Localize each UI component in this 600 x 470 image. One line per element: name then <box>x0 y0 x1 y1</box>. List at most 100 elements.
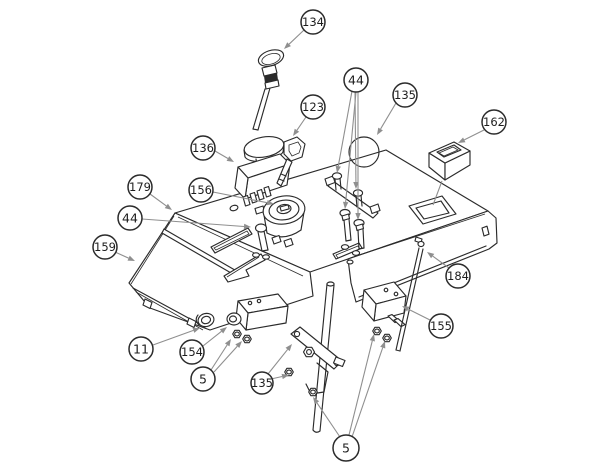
callout-label: 162 <box>483 115 505 129</box>
leader-line-156 <box>212 191 268 204</box>
callout-label: 179 <box>129 180 151 194</box>
callout-balloon <box>428 313 454 339</box>
ignition-key <box>276 136 306 187</box>
leader-arrowhead-44-top <box>353 181 359 189</box>
leader-arrowhead-154 <box>219 327 227 334</box>
callout-135-bottom: 135 <box>250 371 274 395</box>
callout-label: 136 <box>192 141 214 155</box>
leader-line-179 <box>149 193 167 207</box>
callout-balloon <box>92 234 118 260</box>
callout-162: 162 <box>481 109 507 135</box>
ignition-switch <box>254 195 306 248</box>
callout-155: 155 <box>428 313 454 339</box>
callout-11: 11 <box>128 336 154 362</box>
callout-123: 123 <box>300 94 326 120</box>
panel-cutout <box>408 195 457 225</box>
bolt-head <box>331 172 343 180</box>
leader-arrowhead-179 <box>164 203 172 210</box>
callout-label: 135 <box>394 88 416 102</box>
carriage-bolt <box>252 223 270 260</box>
leader-line-5-left <box>210 344 228 371</box>
callout-label: 154 <box>181 345 203 359</box>
leader-line-44-top <box>345 91 357 203</box>
leader-line-154 <box>202 330 222 347</box>
flange-slot-mark <box>481 225 490 237</box>
callout-179: 179 <box>127 174 153 200</box>
callout-label: 5 <box>342 441 350 456</box>
callout-label: 156 <box>190 183 212 197</box>
leader-arrowhead-5-bottom <box>380 341 386 349</box>
callout-balloon <box>392 82 418 108</box>
panel-slots <box>161 204 363 283</box>
callout-label: 5 <box>199 372 207 387</box>
lever-assembly <box>290 281 346 433</box>
callout-balloon <box>300 9 326 35</box>
leader-arrowhead-159 <box>127 255 135 261</box>
leader-arrowhead-134 <box>284 42 291 49</box>
leader-arrowhead-44-left <box>243 223 251 230</box>
leader-line-162 <box>464 129 485 141</box>
callout-balloon <box>117 205 143 231</box>
callout-134: 134 <box>300 9 326 35</box>
callout-label: 184 <box>447 269 469 283</box>
leader-arrowhead-44-top <box>355 213 361 220</box>
washer <box>262 254 270 260</box>
callout-balloon <box>300 94 326 120</box>
key-slot <box>279 204 290 212</box>
callout-balloon <box>481 109 507 135</box>
leader-line-5-bottom <box>348 340 373 436</box>
leader-arrowhead-5-bottom <box>313 397 320 405</box>
leader-arrowhead-5-bottom <box>369 334 375 342</box>
leader-arrowhead-11 <box>192 327 200 333</box>
leader-line-184 <box>432 255 450 269</box>
callout-label: 134 <box>302 15 324 29</box>
leader-line-135-bottom <box>267 349 289 375</box>
callout-156: 156 <box>188 177 214 203</box>
leader-line-5-bottom <box>316 402 341 438</box>
callout-label: 44 <box>348 73 364 88</box>
callout-balloon <box>190 366 216 392</box>
callout-154: 154 <box>179 339 205 365</box>
callout-balloon <box>179 339 205 365</box>
washer <box>351 250 361 256</box>
switch-pin <box>256 188 265 201</box>
leader-line-44-top <box>354 91 357 183</box>
callout-balloon <box>128 336 154 362</box>
washer <box>252 252 260 258</box>
callout-label: 135 <box>251 376 273 390</box>
callout-balloon <box>190 135 216 161</box>
callout-label: 159 <box>94 240 116 254</box>
washer <box>340 244 350 250</box>
leader-arrowhead-156 <box>266 199 274 206</box>
push-rod <box>252 49 285 131</box>
panel-hole <box>229 204 239 212</box>
leader-arrowhead-135-bottom <box>281 373 289 380</box>
mounting-bracket <box>226 293 289 331</box>
callout-5-left: 5 <box>190 366 216 392</box>
callout-label: 155 <box>430 319 452 333</box>
snap-bushing <box>195 312 215 328</box>
callout-label: 11 <box>133 342 149 357</box>
leader-lines <box>114 29 485 438</box>
callout-balloon <box>127 174 153 200</box>
leader-arrowhead-155 <box>402 306 410 312</box>
support-rod <box>395 236 425 352</box>
cover-plug <box>428 141 471 206</box>
panel-clip-tab <box>186 317 197 329</box>
leader-line-5-left <box>213 345 238 373</box>
callout-159: 159 <box>92 234 118 260</box>
leader-arrowhead-44-top <box>342 201 349 209</box>
leader-arrowhead-162 <box>458 137 466 143</box>
highlight-circle <box>348 136 380 168</box>
leader-arrowhead-135-bottom <box>285 344 292 352</box>
leader-line-159 <box>114 251 129 259</box>
callout-balloon <box>188 177 214 203</box>
callout-label: 123 <box>302 100 324 114</box>
leader-line-136 <box>214 150 229 159</box>
rod-cap <box>257 49 285 67</box>
leader-line-155 <box>408 308 431 321</box>
callout-balloon <box>343 67 369 93</box>
panel-front-flange <box>347 210 498 303</box>
